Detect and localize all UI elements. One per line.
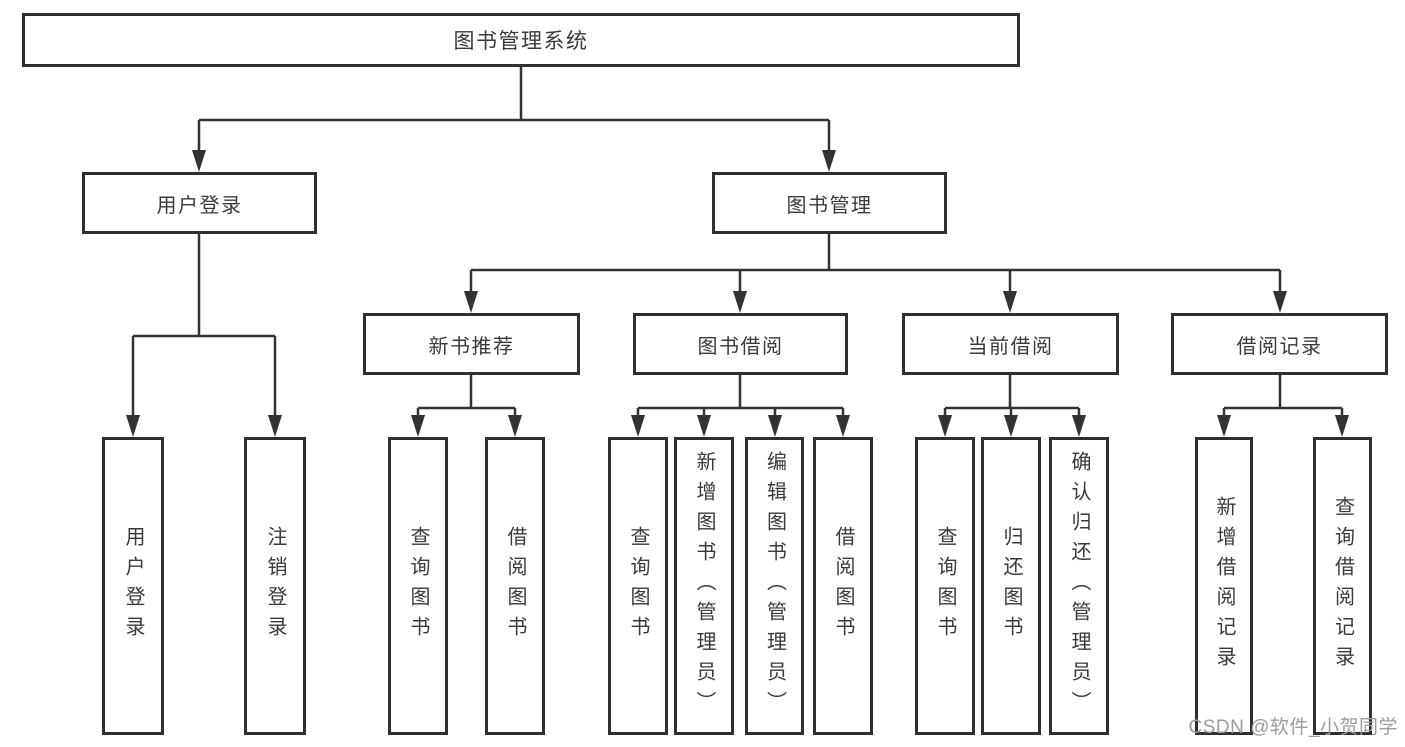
node-label: 查询图书 [627, 526, 649, 646]
node-label: 编辑图书（管理员） [763, 451, 786, 721]
node-book-borrowing: 图书借阅 [633, 313, 848, 375]
node-label: 查询图书 [407, 526, 429, 646]
connector-arrowheads [126, 150, 1349, 437]
arrowhead-icon [464, 291, 478, 313]
arrowhead-icon [836, 415, 850, 437]
node-library-management-system: 图书管理系统 [22, 13, 1020, 67]
arrowhead-icon [1004, 415, 1018, 437]
connector-lines [131, 67, 1344, 417]
arrowhead-icon [411, 415, 425, 437]
node-label: 借阅图书 [832, 526, 854, 646]
node-user-login: 用户登录 [82, 172, 317, 234]
leaf-borrow-query-books: 查询图书 [608, 437, 668, 735]
leaf-borrow-edit-books-admin: 编辑图书（管理员） [745, 437, 804, 735]
leaf-records-add-record: 新增借阅记录 [1195, 437, 1253, 735]
node-label: 用户登录 [122, 526, 144, 646]
node-label: 归还图书 [1000, 526, 1022, 646]
leaf-borrow-add-books-admin: 新增图书（管理员） [674, 437, 734, 735]
node-new-book-recommendation: 新书推荐 [363, 313, 580, 375]
connector-newbook-to-leaves [416, 375, 517, 417]
node-label: 查询借阅记录 [1331, 496, 1354, 676]
node-label: 当前借阅 [967, 335, 1054, 358]
csdn-watermark: CSDN @软件_小贺同学 [1188, 717, 1398, 738]
leaf-records-query-record: 查询借阅记录 [1313, 437, 1372, 735]
connector-root-to-level2 [197, 67, 831, 152]
node-label: 新增借阅记录 [1213, 496, 1235, 676]
leaf-current-confirm-return-admin: 确认归还（管理员） [1049, 437, 1109, 735]
arrowhead-icon [1335, 415, 1349, 437]
arrowhead-icon [733, 291, 747, 313]
connector-userlogin-to-leaves [131, 234, 277, 417]
node-label: 借阅记录 [1236, 335, 1323, 358]
node-label: 新增图书（管理员） [693, 451, 715, 721]
connector-bookmgmt-to-level3 [469, 234, 1282, 293]
arrowhead-icon [1217, 415, 1231, 437]
leaf-borrow-borrow-books: 借阅图书 [813, 437, 873, 735]
node-borrowing-records: 借阅记录 [1171, 313, 1388, 375]
connector-current-to-leaves [943, 375, 1081, 417]
leaf-newbook-query-books: 查询图书 [388, 437, 448, 735]
node-label: 图书管理系统 [453, 30, 589, 53]
arrowhead-icon [697, 415, 711, 437]
leaf-newbook-borrow-books: 借阅图书 [485, 437, 545, 735]
node-label: 注销登录 [264, 526, 286, 646]
leaf-current-query-books: 查询图书 [915, 437, 975, 735]
arrowhead-icon [822, 150, 836, 172]
node-label: 查询图书 [934, 526, 956, 646]
arrowhead-icon [1003, 291, 1017, 313]
leaf-current-return-books: 归还图书 [981, 437, 1041, 735]
arrowhead-icon [126, 415, 140, 437]
leaf-logout: 注销登录 [244, 437, 306, 735]
node-label: 新书推荐 [428, 335, 515, 358]
arrowhead-icon [768, 415, 782, 437]
arrowhead-icon [192, 150, 206, 172]
arrowhead-icon [1072, 415, 1086, 437]
arrowhead-icon [938, 415, 952, 437]
node-label: 用户登录 [156, 194, 243, 217]
node-label: 图书管理 [786, 194, 873, 217]
arrowhead-icon [508, 415, 522, 437]
node-book-management: 图书管理 [712, 172, 947, 234]
connector-records-to-leaves [1222, 375, 1344, 417]
arrowhead-icon [1273, 291, 1287, 313]
arrowhead-icon [631, 415, 645, 437]
arrowhead-icon [268, 415, 282, 437]
node-current-borrowing: 当前借阅 [902, 313, 1119, 375]
connector-borrow-to-leaves [636, 375, 845, 417]
leaf-user-login: 用户登录 [102, 437, 164, 735]
node-label: 借阅图书 [504, 526, 526, 646]
node-label: 确认归还（管理员） [1068, 451, 1090, 721]
node-label: 图书借阅 [697, 335, 784, 358]
